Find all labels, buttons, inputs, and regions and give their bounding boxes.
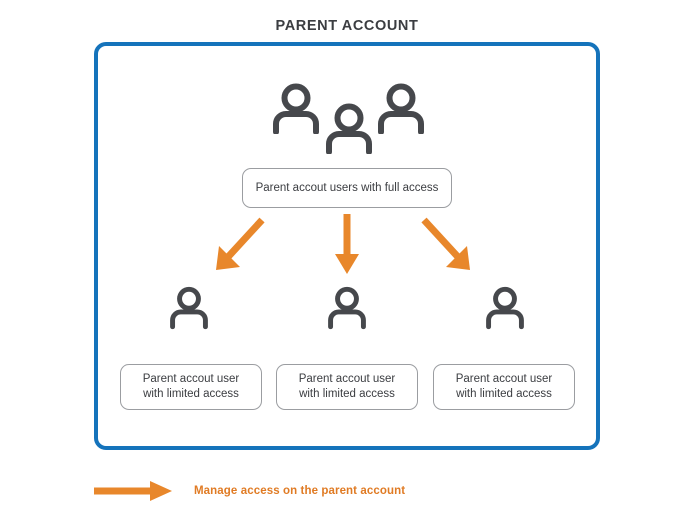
limited-access-label-box-3: Parent accout user with limited access <box>433 364 575 410</box>
person-icon-top-center <box>321 102 377 154</box>
limited-access-line2: with limited access <box>143 388 239 400</box>
arrow-down-right-icon <box>421 217 470 270</box>
person-icon-top-right <box>373 82 429 134</box>
person-icon-top-left <box>268 82 324 134</box>
person-icon-child-3 <box>482 284 528 330</box>
arrow-down-left-icon <box>216 217 265 270</box>
limited-access-line1: Parent accout user <box>455 373 553 385</box>
legend: Manage access on the parent account <box>94 478 405 504</box>
full-access-label-text: Parent accout users with full access <box>255 181 439 194</box>
limited-access-line2: with limited access <box>299 388 395 400</box>
legend-label: Manage access on the parent account <box>194 485 406 497</box>
limited-access-label-box-2: Parent accout user with limited access <box>276 364 418 410</box>
arrow-down-icon <box>335 214 359 274</box>
person-icon-child-1 <box>166 284 212 330</box>
limited-access-line1: Parent accout user <box>142 373 240 385</box>
limited-access-line1: Parent accout user <box>298 373 396 385</box>
limited-access-label-box-1: Parent accout user with limited access <box>120 364 262 410</box>
arrow-right-icon <box>94 481 172 501</box>
limited-access-line2: with limited access <box>456 388 552 400</box>
person-icon-child-2 <box>324 284 370 330</box>
page-title: PARENT ACCOUNT <box>275 18 419 34</box>
full-access-label-box: Parent accout users with full access <box>242 168 452 208</box>
full-access-users-icon-group <box>268 82 429 154</box>
